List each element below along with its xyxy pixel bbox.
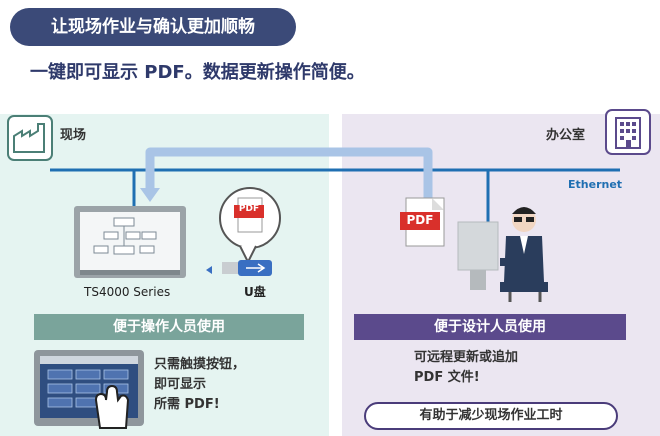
office-zone-background — [342, 114, 660, 436]
operator-note-line: 所需 PDF! — [154, 397, 220, 412]
operator-benefit-band: 便于操作人员使用 — [34, 314, 304, 340]
pdf-transfer-arrow — [140, 147, 433, 202]
factory-icon — [7, 115, 53, 161]
usb-stick-icon — [206, 260, 272, 276]
device-label: TS4000 Series — [84, 285, 171, 299]
designer-person-icon — [457, 207, 548, 302]
building-icon — [605, 109, 651, 155]
pdf-file-icon — [234, 205, 264, 218]
operator-note-line: 只需触摸按钮， — [154, 357, 246, 372]
bubble-pdf-label: PDF — [238, 204, 260, 214]
touch-panel-with-hand — [34, 350, 144, 429]
designer-note: 可远程更新或追加 PDF 文件! — [414, 348, 614, 388]
office-pdf-document — [400, 197, 445, 247]
ethernet-label: Ethernet — [568, 178, 623, 191]
designer-note-line: PDF 文件! — [414, 370, 480, 385]
designer-benefit-band: 便于设计人员使用 — [354, 314, 626, 340]
operator-note-line: 即可显示 — [154, 377, 207, 392]
page-title: 让现场作业与确认更加顺畅 — [10, 8, 296, 46]
pdf-bubble — [219, 187, 281, 265]
benefit-pill: 有助于减少现场作业工时 — [364, 402, 618, 430]
designer-note-line: 可远程更新或追加 — [414, 350, 519, 365]
site-zone-label: 现场 — [60, 128, 87, 143]
usb-label: U盘 — [244, 285, 266, 299]
office-pdf-label: PDF — [406, 213, 434, 227]
office-zone-label: 办公室 — [546, 128, 586, 143]
ts4000-device — [74, 206, 186, 278]
page-subtitle: 一键即可显示 PDF。数据更新操作简便。 — [30, 62, 365, 83]
operator-note: 只需触摸按钮， 即可显示 所需 PDF! — [154, 355, 304, 415]
